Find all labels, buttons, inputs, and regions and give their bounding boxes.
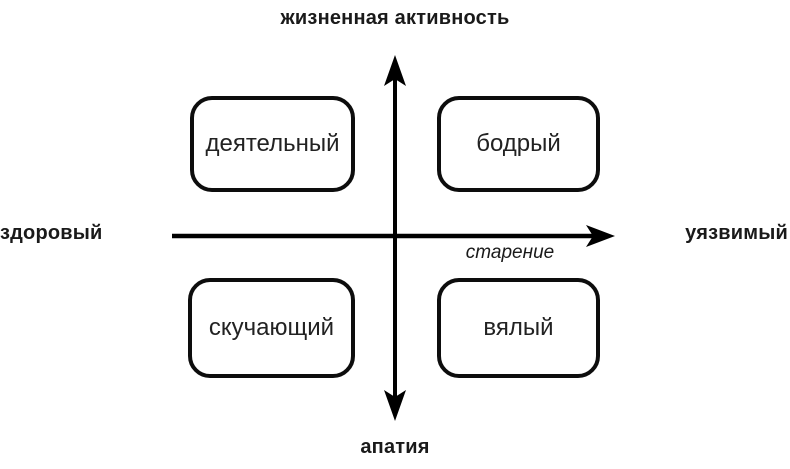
quadrant-box-top-right: бодрый	[437, 96, 600, 192]
up-arrowhead-icon	[384, 55, 406, 86]
quadrant-box-bottom-right: вялый	[437, 278, 600, 378]
axis-annotation-aging: старение	[465, 242, 555, 263]
axis-label-left: здоровый	[0, 222, 103, 244]
axis-label-top: жизненная активность	[280, 7, 510, 29]
axis-label-bottom: апатия	[360, 436, 430, 458]
axis-label-right: уязвимый	[685, 222, 788, 244]
right-arrowhead-icon	[586, 225, 615, 247]
quadrant-box-top-left: деятельный	[190, 96, 355, 192]
quadrant-box-bottom-left: скучающий	[188, 278, 355, 378]
down-arrowhead-icon	[384, 390, 406, 421]
